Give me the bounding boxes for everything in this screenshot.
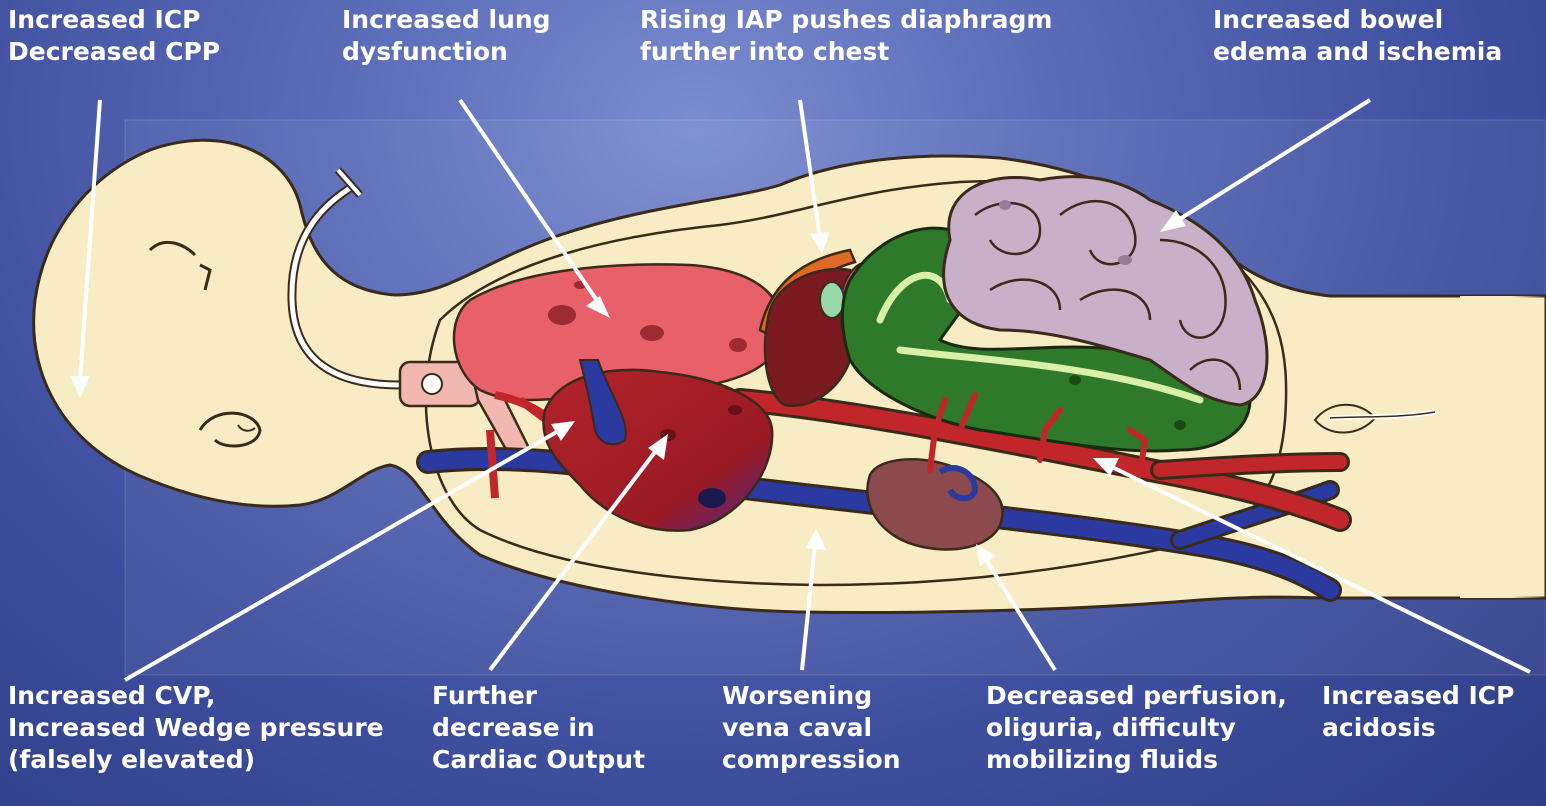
gallbladder	[820, 282, 844, 318]
label-cardiac-output: Further decrease in Cardiac Output	[432, 680, 645, 776]
label-perfusion: Decreased perfusion, oliguria, difficult…	[986, 680, 1287, 776]
label-cvp-wedge: Increased CVP, Increased Wedge pressure …	[8, 680, 384, 776]
label-diaphragm: Rising IAP pushes diaphragm further into…	[640, 4, 1052, 68]
label-bowel-edema: Increased bowel edema and ischemia	[1213, 4, 1502, 68]
label-icp-acidosis: Increased ICP acidosis	[1322, 680, 1514, 744]
label-icp-cpp: Increased ICP Decreased CPP	[8, 4, 220, 68]
label-vena-cava: Worsening vena caval compression	[722, 680, 901, 776]
label-lung-dysfunction: Increased lung dysfunction	[342, 4, 551, 68]
